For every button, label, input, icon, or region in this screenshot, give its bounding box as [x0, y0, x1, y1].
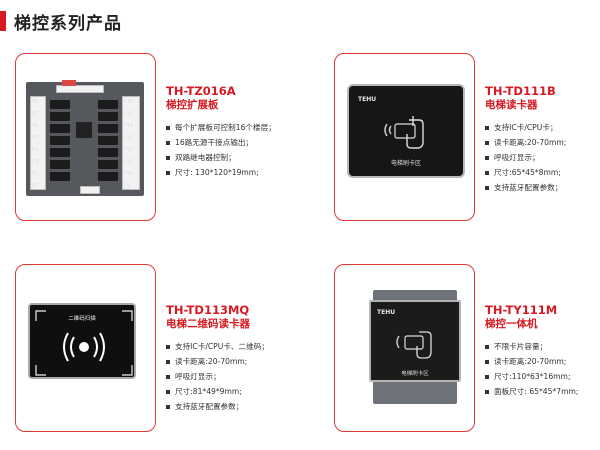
product-model: TH-TD113MQ	[166, 303, 250, 317]
bullet-icon	[166, 404, 170, 409]
floor-label: F2	[32, 171, 39, 177]
feature-item: 不限卡片容量；	[485, 339, 600, 354]
floor-label: F7	[32, 111, 39, 117]
bullet-icon	[166, 359, 170, 364]
feature-item: 支持蓝牙配置参数；	[166, 399, 311, 414]
feature-item: 尺寸:81*49*9mm;	[166, 384, 311, 399]
product-name: 电梯二维码读卡器	[166, 318, 250, 330]
product-info-ty111m: TH-TY111M 梯控一体机 不限卡片容量； 读卡距离:20-70mm; 尺寸…	[485, 303, 600, 399]
feature-item: 读卡距离:20-70mm;	[485, 135, 600, 150]
bullet-icon	[485, 155, 489, 160]
card-reader-image: TEHU 电梯刷卡区	[347, 84, 465, 178]
qr-code-reader-image: 二维码扫描	[28, 303, 136, 379]
floor-label: F8	[32, 99, 39, 105]
feature-item: 支持IC卡/CPU卡、二维码；	[166, 339, 311, 354]
feature-item: 支持IC卡/CPU卡；	[485, 120, 600, 135]
product-model: TH-TY111M	[485, 303, 558, 317]
device-caption: 电梯刷卡区	[390, 160, 421, 167]
floor-label: F4	[32, 147, 39, 153]
floor-label: F5	[32, 135, 39, 141]
section-header: 梯控系列产品	[0, 8, 122, 34]
header-accent-bar	[0, 11, 6, 31]
feature-item: 尺寸:65*45*8mm;	[485, 165, 600, 180]
floor-label: F15	[124, 111, 134, 117]
device-brand-logo: TEHU	[358, 96, 377, 103]
feature-item: 呼吸灯显示；	[166, 369, 311, 384]
floor-label: F16	[124, 99, 134, 105]
bullet-icon	[166, 344, 170, 349]
product-info-td113mq: TH-TD113MQ 电梯二维码读卡器 支持IC卡/CPU卡、二维码； 读卡距离…	[166, 303, 311, 414]
bullet-icon	[485, 359, 489, 364]
feature-item: 读卡距离:20-70mm;	[166, 354, 311, 369]
section-title: 梯控系列产品	[14, 13, 122, 34]
feature-item: 呼吸灯显示；	[485, 150, 600, 165]
product-name: 梯控一体机	[485, 318, 538, 330]
bullet-icon	[166, 170, 170, 175]
feature-item: 16路无源干接点输出；	[166, 135, 311, 150]
bullet-icon	[485, 185, 489, 190]
feature-item: 读卡距离:20-70mm;	[485, 354, 600, 369]
device-caption: 二维码扫描	[68, 316, 96, 322]
feature-item: 尺寸:110*63*16mm;	[485, 369, 600, 384]
floor-label: F3	[32, 159, 39, 165]
product-model: TH-TD111B	[485, 84, 556, 98]
feature-item: 双路继电器控制；	[166, 150, 311, 165]
floor-label: F12	[124, 147, 134, 153]
product-model: TH-TZ016A	[166, 84, 236, 98]
elevator-controller-image: TEHU 电梯刷卡区	[369, 290, 461, 404]
product-info-td111b: TH-TD111B 电梯读卡器 支持IC卡/CPU卡； 读卡距离:20-70mm…	[485, 84, 600, 195]
feature-item: 面板尺寸: 65*45*7mm;	[485, 384, 600, 399]
bullet-icon	[485, 170, 489, 175]
feature-item: 支持蓝牙配置参数；	[485, 180, 600, 195]
bullet-icon	[166, 374, 170, 379]
floor-label: F14	[124, 123, 134, 129]
feature-item: 每个扩展板可控制16个楼层；	[166, 120, 311, 135]
floor-label: F1	[32, 183, 39, 189]
bullet-icon	[166, 389, 170, 394]
floor-label: F6	[32, 123, 39, 129]
floor-label: F11	[124, 159, 134, 165]
device-brand-logo: TEHU	[377, 309, 396, 316]
card-tap-icon	[384, 116, 424, 149]
product-name: 电梯读卡器	[485, 99, 538, 111]
device-caption: 电梯刷卡区	[401, 371, 429, 377]
scan-frame-icon	[35, 310, 133, 376]
bullet-icon	[166, 125, 170, 130]
bullet-icon	[485, 125, 489, 130]
bullet-icon	[485, 374, 489, 379]
bullet-icon	[166, 155, 170, 160]
floor-label: F9	[124, 183, 131, 189]
expansion-board-image: F8 F7 F6 F5 F4 F3 F2 F1 F16 F15 F14 F13 …	[26, 80, 144, 196]
feature-item: 尺寸: 130*120*19mm;	[166, 165, 311, 180]
bullet-icon	[485, 344, 489, 349]
product-name: 梯控扩展板	[166, 99, 219, 111]
floor-label: F10	[124, 171, 134, 177]
bullet-icon	[485, 140, 489, 145]
floor-label: F13	[124, 135, 134, 141]
bullet-icon	[166, 140, 170, 145]
device-panel: TEHU 电梯刷卡区	[369, 300, 461, 382]
product-info-tz016a: TH-TZ016A 梯控扩展板 每个扩展板可控制16个楼层； 16路无源干接点输…	[166, 84, 311, 180]
card-tap-icon	[396, 331, 432, 359]
bullet-icon	[485, 389, 489, 394]
